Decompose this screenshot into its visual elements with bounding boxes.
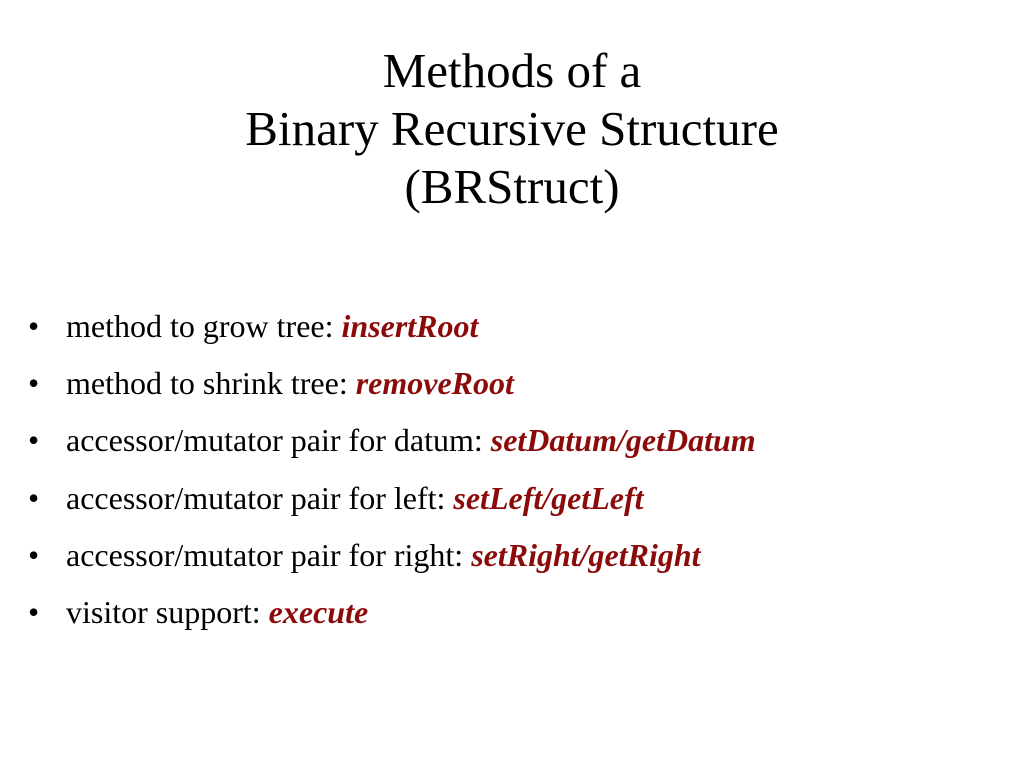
title-line-1: Methods of a	[382, 43, 642, 98]
bullet-text: accessor/mutator pair for left:	[66, 479, 454, 516]
bullet-icon: •	[28, 536, 40, 573]
bullet-icon: •	[28, 308, 40, 344]
bullet-text: method to grow tree:	[66, 308, 342, 344]
bullet-icon: •	[28, 593, 40, 630]
bullet-item-visitor: • visitor support: execute	[28, 592, 1008, 632]
bullet-text: accessor/mutator pair for datum:	[66, 422, 491, 459]
bullet-icon: •	[28, 479, 40, 516]
bullet-item-left: • accessor/mutator pair for left: setLef…	[28, 478, 1008, 518]
bullet-icon: •	[28, 422, 40, 459]
bullet-text: visitor support:	[66, 593, 269, 630]
bullet-text: method to shrink tree:	[66, 365, 356, 402]
bullet-item-shrink: • method to shrink tree: removeRoot	[28, 363, 1008, 403]
bullet-item-grow: • method to grow tree: insertRoot	[28, 306, 1008, 346]
title-line-3: (BRStruct)	[404, 159, 620, 214]
bullet-icon: •	[28, 365, 40, 402]
method-name: setLeft/getLeft	[453, 479, 644, 516]
bullet-text: accessor/mutator pair for right:	[66, 536, 472, 573]
bullet-item-right: • accessor/mutator pair for right: setRi…	[28, 535, 1008, 575]
method-name: setDatum/getDatum	[490, 422, 756, 459]
method-name: execute	[268, 593, 369, 630]
method-name: removeRoot	[355, 365, 514, 402]
method-name: setRight/getRight	[471, 536, 701, 573]
bullet-item-datum: • accessor/mutator pair for datum: setDa…	[28, 420, 1008, 460]
method-name: insertRoot	[341, 308, 479, 344]
bullet-list: • method to grow tree: insertRoot • meth…	[28, 306, 1008, 649]
title-line-2: Binary Recursive Structure	[245, 101, 779, 156]
slide-title: Methods of a Binary Recursive Structure …	[0, 42, 1024, 216]
